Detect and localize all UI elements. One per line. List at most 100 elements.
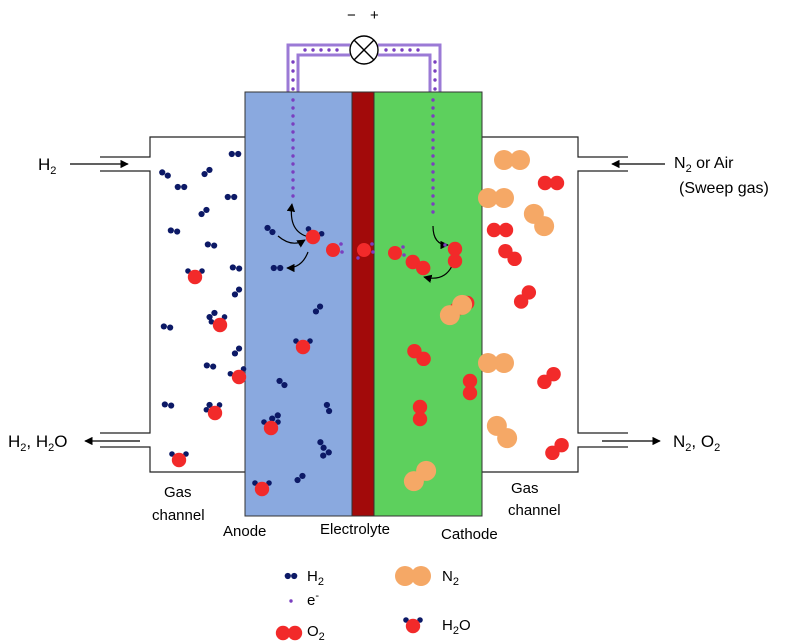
electron <box>431 98 435 102</box>
electron <box>291 114 295 118</box>
electron <box>433 69 437 73</box>
o2-molecule <box>447 241 463 269</box>
o2-molecule <box>537 366 561 390</box>
h2-molecule <box>231 345 243 357</box>
flow-arrows <box>70 159 665 446</box>
h2-molecule <box>320 449 332 459</box>
n2-molecule <box>478 353 514 373</box>
electron <box>416 48 420 52</box>
electron <box>291 130 295 134</box>
o2-molecule <box>545 437 569 461</box>
h2o-molecule <box>227 366 247 385</box>
electron <box>335 48 339 52</box>
electron <box>291 60 295 64</box>
electron <box>291 138 295 142</box>
electron <box>431 170 435 174</box>
h2-molecule <box>294 472 306 484</box>
gas-channel-right-line2: channel <box>508 502 561 519</box>
electron <box>291 186 295 190</box>
electron <box>291 170 295 174</box>
h2-molecule <box>198 206 210 218</box>
n2-molecule <box>395 566 431 586</box>
electron <box>303 48 307 52</box>
anode-layer <box>244 91 353 517</box>
electron <box>384 48 388 52</box>
o2-molecule <box>405 254 431 276</box>
electron <box>431 114 435 118</box>
h2-molecule <box>204 241 218 249</box>
electron <box>291 87 295 91</box>
h2o-molecule <box>203 402 223 421</box>
left-gas-channel <box>100 136 245 473</box>
legend-o2-label: O2 <box>307 623 325 643</box>
wire-electrons <box>291 48 437 91</box>
electron <box>291 122 295 126</box>
h2o-molecule <box>169 451 189 468</box>
electron <box>431 146 435 150</box>
gas-channel-right-line1: Gas <box>511 480 539 497</box>
o2-molecule <box>486 222 514 238</box>
cathode-label: Cathode <box>441 526 498 543</box>
o2-molecule <box>498 243 522 267</box>
legend-n2-label: N2 <box>442 568 459 588</box>
h2-molecule <box>206 309 218 321</box>
h2-molecule <box>312 303 324 315</box>
electron <box>289 599 293 603</box>
h2o-molecule <box>305 226 325 245</box>
oxide-ion <box>388 245 406 260</box>
h2-molecule <box>159 169 171 179</box>
h2o-molecule <box>252 480 272 497</box>
right-gas-channel <box>482 136 628 473</box>
h2-molecule <box>317 439 327 451</box>
h2-molecule <box>323 401 333 415</box>
h2-molecule <box>284 572 298 580</box>
h2-h2o-outlet-label: H2, H2O <box>8 432 68 454</box>
h2-molecule <box>270 264 284 272</box>
electron <box>319 48 323 52</box>
electron <box>291 146 295 150</box>
o2-molecule <box>275 625 303 641</box>
h2-molecule <box>224 193 238 201</box>
electron <box>431 178 435 182</box>
h2o-molecule <box>185 268 205 285</box>
n2-molecule <box>478 188 514 208</box>
h2o-molecule <box>261 419 281 436</box>
h2-molecule <box>174 183 188 191</box>
o2-molecule <box>407 343 431 367</box>
electron <box>433 60 437 64</box>
load-lamp-icon <box>349 35 379 65</box>
legend-electron-label: e- <box>307 590 320 609</box>
o2-molecule <box>462 373 478 401</box>
electron <box>431 202 435 206</box>
electron <box>433 87 437 91</box>
gas-channel-left-line2: channel <box>152 507 205 524</box>
electron <box>431 186 435 190</box>
electron <box>431 154 435 158</box>
h2o-molecule <box>293 338 313 355</box>
gas-channel-left-line1: Gas <box>164 484 192 501</box>
electron <box>431 138 435 142</box>
electron <box>291 69 295 73</box>
h2-molecule <box>228 150 242 158</box>
electron <box>291 178 295 182</box>
electron <box>433 78 437 82</box>
electron <box>431 210 435 214</box>
electron <box>443 243 447 247</box>
h2-molecule <box>161 401 175 409</box>
electron <box>431 106 435 110</box>
sweep-gas-subtitle: (Sweep gas) <box>679 180 769 197</box>
electron <box>291 98 295 102</box>
n2-molecule <box>494 150 530 170</box>
external-wire <box>289 46 439 92</box>
n2-molecule <box>523 203 555 237</box>
electron <box>291 106 295 110</box>
h2-molecule <box>276 377 288 389</box>
h2-molecule <box>167 227 181 235</box>
n2-molecule <box>403 460 437 492</box>
legend-icons <box>275 566 431 641</box>
h2o-molecule <box>208 314 228 333</box>
legend-h2o-label: H2O <box>442 617 471 637</box>
electron <box>431 162 435 166</box>
legend-h2-label: H2 <box>307 568 324 588</box>
h2-molecule <box>203 362 217 370</box>
